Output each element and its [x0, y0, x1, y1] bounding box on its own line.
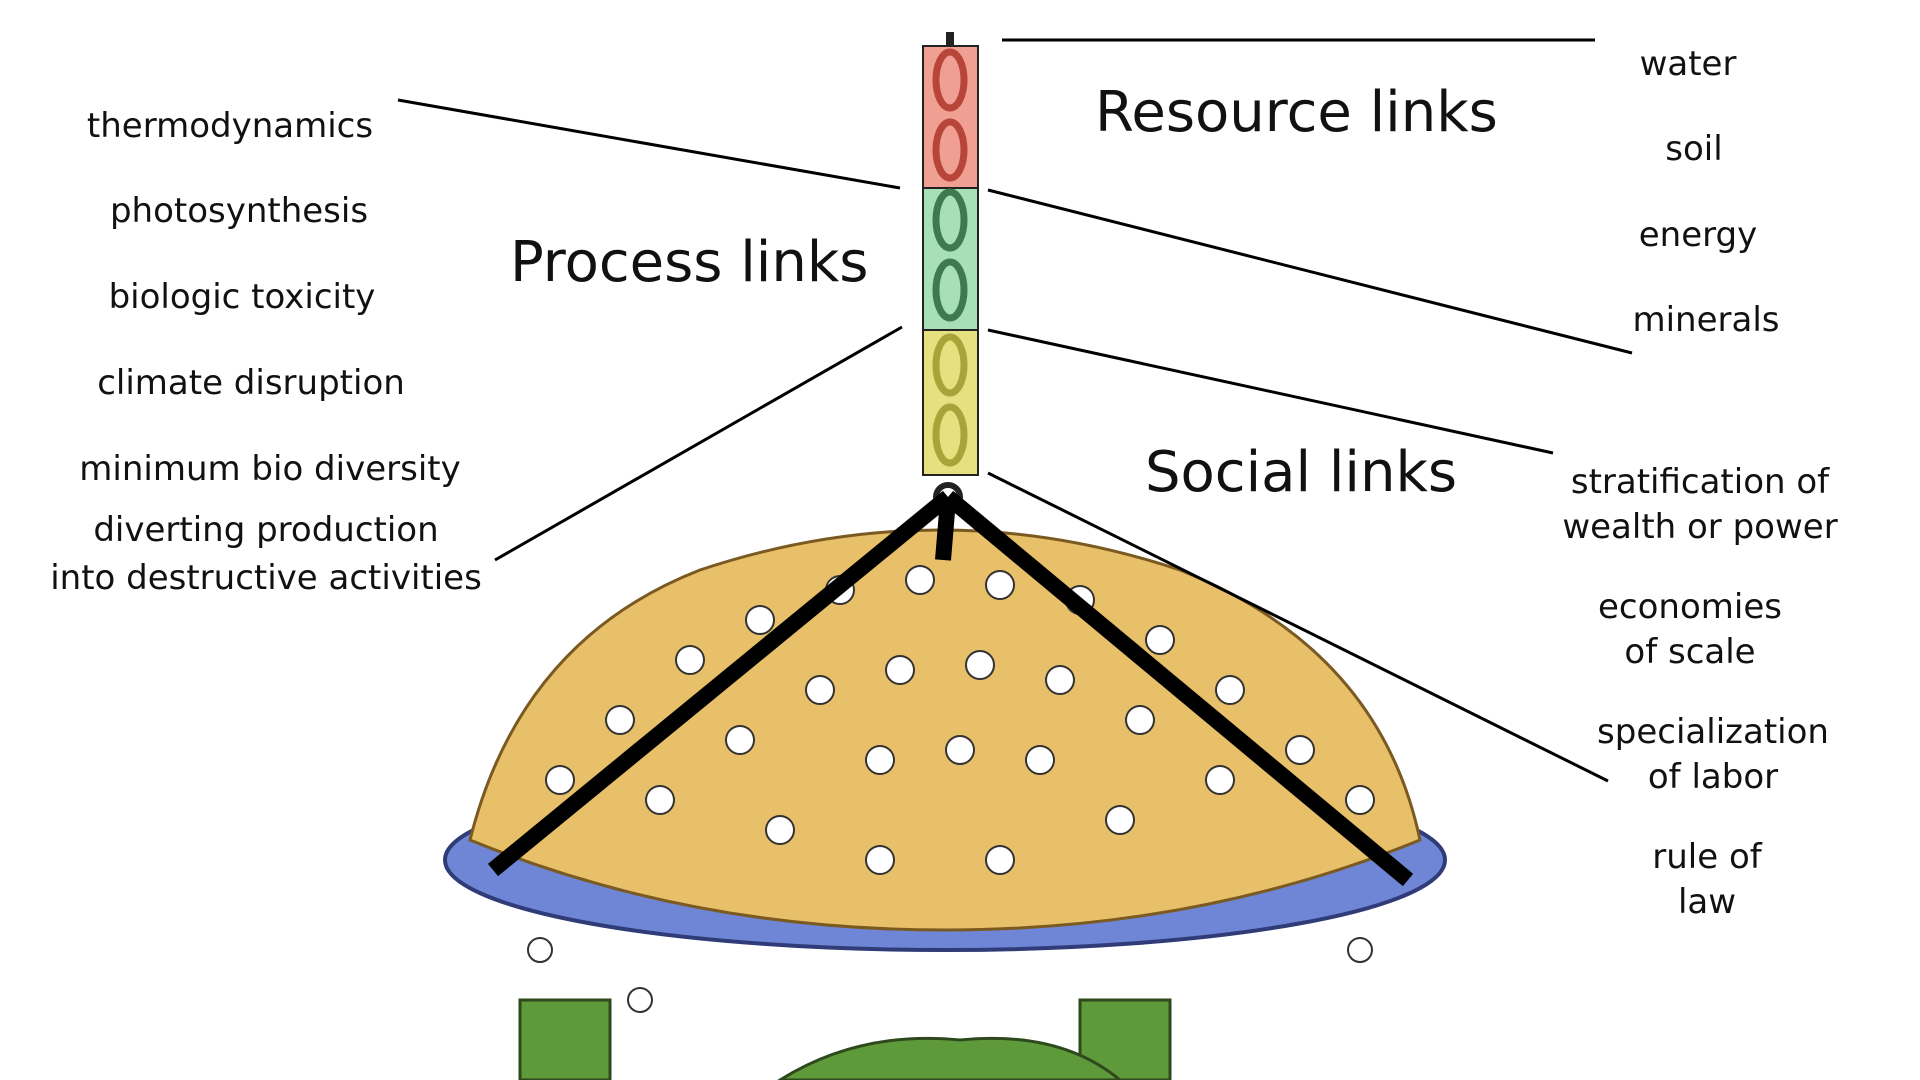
process-item-diverting-production: diverting production [93, 510, 439, 550]
social-item-of-scale: of scale [1624, 632, 1756, 672]
social-item-law: law [1677, 882, 1737, 922]
process-item-thermodynamics: thermodynamics [86, 106, 374, 146]
resource-item-energy: energy [1638, 215, 1758, 255]
process-top-connector [397, 98, 901, 190]
process-item-minimum-bio-diversity: minimum bio diversity [79, 449, 461, 489]
connector-lines [397, 38, 1633, 783]
resource-links-title: Resource links [1095, 80, 1498, 145]
resource-item-soil: soil [1665, 129, 1723, 169]
process-item-destructive-activities: into destructive activities [50, 558, 482, 598]
process-links-title: Process links [510, 230, 869, 295]
social-item-rule-of: rule of [1652, 837, 1762, 877]
social-links-title: Social links [1145, 440, 1458, 505]
crowd-illustration [443, 528, 1447, 1080]
social-item-of-labor: of labor [1647, 757, 1779, 797]
resource-item-water: water [1639, 44, 1737, 84]
social-item-economies: economies [1598, 587, 1782, 627]
process-bottom-connector [494, 325, 903, 562]
social-item-specialization: specialization [1597, 712, 1829, 752]
process-item-photosynthesis: photosynthesis [109, 191, 369, 231]
social-top-connector [987, 328, 1554, 455]
process-item-climate-disruption: climate disruption [97, 363, 405, 403]
chain-icon [922, 32, 979, 512]
suspension-ropes [487, 490, 1414, 887]
social-item-stratification: stratification of [1570, 462, 1830, 502]
social-bottom-connector [987, 471, 1609, 783]
resource-bottom-connector [987, 188, 1633, 355]
social-link-segment [922, 329, 979, 476]
process-item-biologic-toxicity: biologic toxicity [108, 277, 376, 317]
resource-link-segment [922, 45, 979, 189]
social-item-wealth-or-power: wealth or power [1562, 507, 1838, 547]
resource-item-minerals: minerals [1632, 300, 1780, 340]
